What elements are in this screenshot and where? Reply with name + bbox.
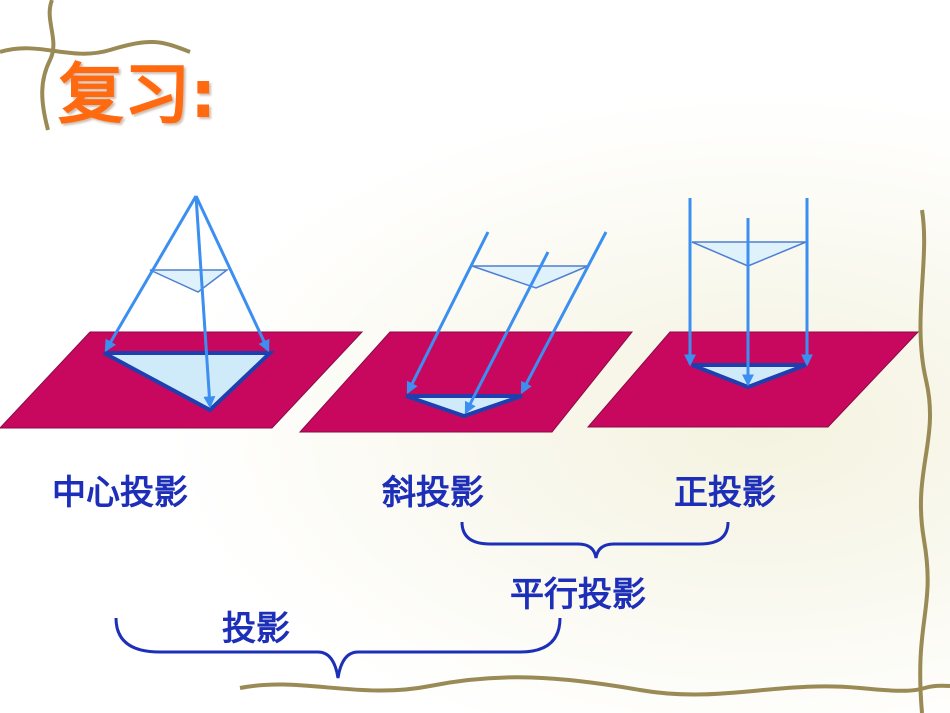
orthographic-projection-figure xyxy=(684,198,813,390)
slide-title: 复习: xyxy=(58,56,217,133)
parallel-brace xyxy=(460,521,730,559)
label-orthographic-projection: 正投影 xyxy=(674,473,776,513)
label-projection: 投影 xyxy=(222,609,290,649)
oblique-ray-2 xyxy=(464,251,550,415)
label-central-projection: 中心投影 xyxy=(52,473,188,513)
vine-right xyxy=(918,209,933,713)
oblique-shadow-triangle xyxy=(405,394,523,419)
oblique-object-triangle xyxy=(471,265,589,289)
central-ray-left xyxy=(104,195,198,353)
label-parallel-projection: 平行投影 xyxy=(510,575,646,615)
label-oblique-projection: 斜投影 xyxy=(382,473,484,513)
oblique-ray-1 xyxy=(406,231,490,395)
oblique-projection-figure xyxy=(405,231,608,419)
plane-oblique xyxy=(298,331,634,433)
central-ray-middle xyxy=(194,195,216,409)
central-ray-right xyxy=(194,195,270,353)
central-shadow-triangle xyxy=(103,351,276,413)
vine-left xyxy=(40,0,56,131)
central-projection-figure xyxy=(103,195,276,413)
vine-top xyxy=(0,40,191,56)
oblique-ray-3 xyxy=(520,231,608,395)
vine-bottom xyxy=(239,675,950,697)
central-object-triangle xyxy=(149,269,230,293)
projection-brace xyxy=(114,617,562,679)
